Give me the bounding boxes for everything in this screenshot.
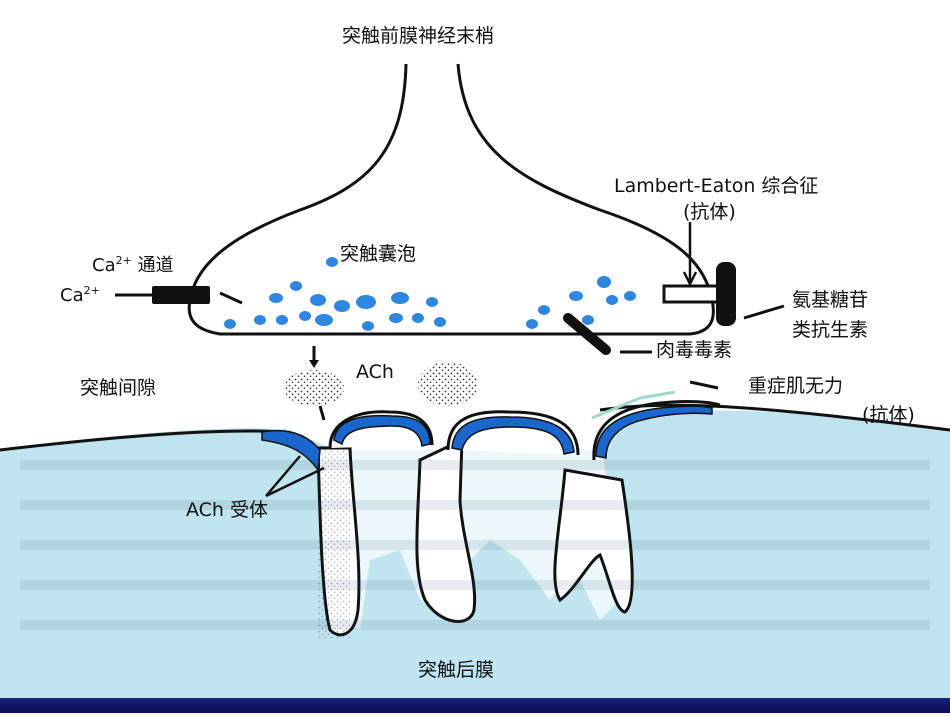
release-arrow-2 xyxy=(318,405,326,421)
postsynaptic-fold-2 xyxy=(415,437,477,623)
ca-superscript: 2+ xyxy=(115,254,132,267)
lambert-eaton-antibody-label: (抗体) xyxy=(683,201,736,223)
lambert-eaton-label: Lambert-Eaton 综合征 xyxy=(614,175,819,197)
synaptic-vesicles-label: 突触囊泡 xyxy=(340,243,417,265)
ach-receptor-label: ACh 受体 xyxy=(186,499,269,521)
myasthenia-antibody-marks xyxy=(591,390,676,420)
receptor-cap-2 xyxy=(451,416,575,455)
aminoglycoside-pointer xyxy=(743,304,785,320)
myasthenia-pointer xyxy=(689,380,719,390)
myasthenia-antibody-label: (抗体) xyxy=(862,404,915,426)
ca-ion-label: Ca2+ xyxy=(60,284,100,307)
myasthenia-label: 重症肌无力 xyxy=(748,375,844,397)
receptor-pointer-2 xyxy=(265,466,325,498)
ca-base-text: Ca xyxy=(92,255,116,276)
presynaptic-terminal-label: 突触前膜神经末梢 xyxy=(342,25,495,47)
receptor-cap-1 xyxy=(333,414,431,447)
ca-channel-pointer xyxy=(219,291,243,305)
ach-cloud-left xyxy=(284,370,344,406)
synaptic-vesicles xyxy=(224,257,636,331)
aminoglycoside-label-line2: 类抗生素 xyxy=(792,319,869,341)
receptor-cap-3 xyxy=(595,405,713,459)
ca-channel-block xyxy=(152,286,210,304)
botulinum-bar xyxy=(563,313,611,355)
muscle-fiber-region xyxy=(0,410,950,698)
ach-label: ACh xyxy=(356,361,394,383)
crest-3 xyxy=(592,400,721,461)
ca-ion-base: Ca xyxy=(60,285,84,306)
ca-channel-text: 通道 xyxy=(137,255,174,276)
synaptic-cleft-label: 突触间隙 xyxy=(80,377,157,399)
botulinum-label: 肉毒毒素 xyxy=(656,339,733,361)
presynaptic-terminal xyxy=(187,63,715,336)
lambert-eaton-antibody-bar xyxy=(716,262,736,326)
release-arrowhead xyxy=(309,360,319,368)
lambert-eaton-channel xyxy=(662,284,724,304)
postsynaptic-membrane-label: 突触后膜 xyxy=(418,659,495,681)
postsynaptic-fold-3 xyxy=(553,468,634,614)
receptor-pointer-1 xyxy=(265,455,301,497)
aminoglycoside-label-line1: 氨基糖苷 xyxy=(792,289,869,311)
ca-channel-label: Ca2+ 通道 xyxy=(92,254,174,277)
ach-cloud-center xyxy=(418,362,478,406)
ca-ion-superscript: 2+ xyxy=(83,284,100,297)
background-text-ghost xyxy=(20,460,930,630)
slide-bottom-bar xyxy=(0,698,950,713)
lambert-eaton-arrowhead xyxy=(682,271,698,287)
